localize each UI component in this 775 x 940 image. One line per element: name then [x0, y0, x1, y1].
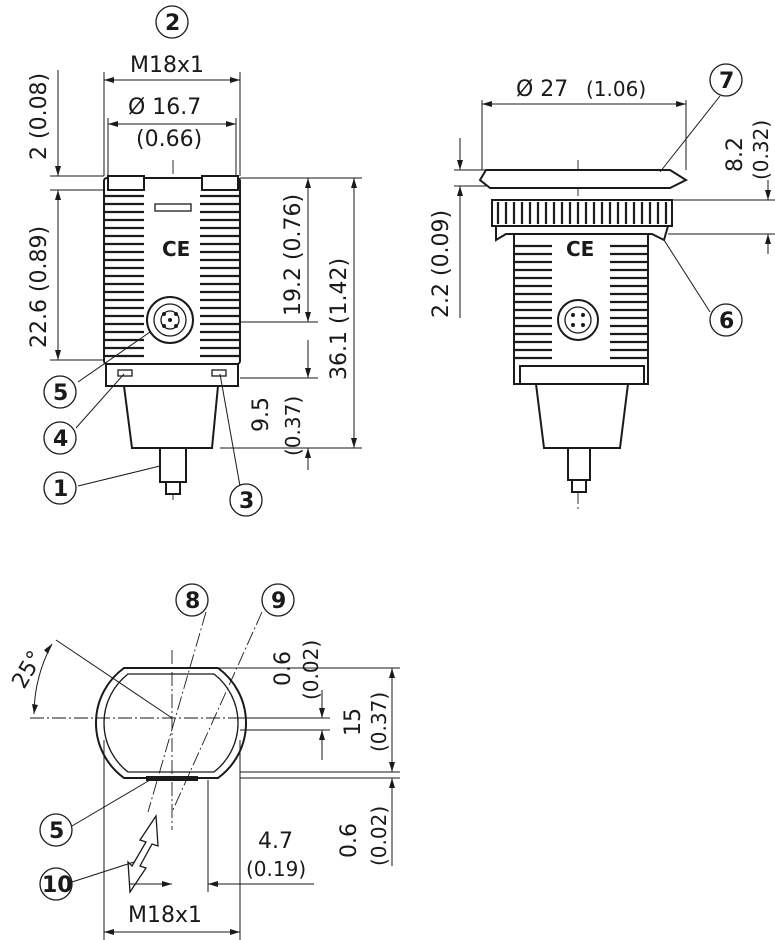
bottom-flat-circle-inner — [103, 673, 239, 773]
callout-9: 9 — [261, 583, 295, 617]
side-flange-diameter-in-label: (1.06) — [586, 77, 646, 101]
side-connector — [567, 447, 591, 481]
side-ce-mark: CE — [566, 237, 594, 261]
front-cap-left — [107, 175, 145, 191]
side-lower-nut — [519, 365, 645, 385]
side-led-dots — [571, 313, 585, 327]
callout-5-front: 5 — [43, 375, 77, 409]
callout-3: 3 — [229, 483, 263, 517]
svg-text:7: 7 — [719, 69, 734, 94]
front-dim-9-5-in-label: (0.37) — [281, 396, 305, 456]
svg-text:1: 1 — [53, 477, 68, 502]
front-view: CE M18x1 Ø 16.7 (0.66) — [27, 5, 362, 517]
bottom-dim-0-6-top-in-label: (0.02) — [299, 640, 323, 700]
callout-10: 10 — [39, 867, 73, 901]
front-thread-size-label: M18x1 — [130, 53, 204, 78]
bottom-dim-15-in-label: (0.37) — [367, 692, 391, 752]
front-dim-19-2-label: 19.2 (0.76) — [281, 194, 306, 316]
side-flange — [478, 169, 689, 189]
svg-text:4: 4 — [53, 427, 68, 452]
side-taper-housing — [534, 383, 630, 449]
side-thread-left — [514, 244, 552, 360]
bottom-dim-4-7-label: 4.7 — [258, 829, 293, 854]
front-inner-diameter-in-label: (0.66) — [136, 127, 202, 152]
bottom-axis-8 — [147, 611, 207, 813]
bottom-angle-line — [55, 639, 173, 719]
bottom-dim-0-6-bottom-in-label: (0.02) — [367, 806, 391, 866]
svg-text:6: 6 — [719, 309, 734, 334]
callout-2: 2 — [155, 5, 189, 39]
side-view: CE Ø 27 (1.06) 2.2 (0.09) 8 — [429, 63, 775, 510]
front-led-core — [160, 310, 180, 330]
front-dim-thread-len-label: 22.6 (0.89) — [27, 226, 52, 348]
svg-text:5: 5 — [53, 381, 68, 406]
front-nut — [105, 363, 239, 387]
callout-6: 6 — [709, 303, 743, 337]
svg-text:2: 2 — [165, 11, 180, 36]
bottom-direction-arrow — [127, 814, 159, 894]
front-thread-left — [104, 194, 144, 358]
svg-text:5: 5 — [49, 819, 64, 844]
bottom-flat-circle-outer — [95, 667, 247, 779]
svg-text:8: 8 — [185, 589, 200, 614]
side-thread-right — [610, 244, 648, 360]
callout-7: 7 — [709, 63, 743, 97]
front-taper-housing — [122, 385, 220, 449]
bottom-angle-label: 25° — [8, 647, 49, 693]
front-dim-top-label: 2 (0.08) — [27, 73, 52, 160]
callout-8: 8 — [175, 583, 209, 617]
front-slot-4 — [117, 369, 133, 377]
bottom-axis-9 — [171, 611, 263, 813]
callout-1: 1 — [43, 471, 77, 505]
bottom-dim-15-label: 15 — [341, 708, 366, 736]
front-led-inner — [153, 303, 187, 337]
callout-4: 4 — [43, 421, 77, 455]
front-led-dots — [162, 312, 178, 328]
side-led-outer — [557, 299, 599, 341]
front-thread-right — [200, 194, 240, 358]
side-dim-2-2-label: 2.2 (0.09) — [429, 210, 454, 318]
side-dim-8-2-in-label: (0.32) — [749, 120, 773, 180]
front-slot-3 — [211, 369, 227, 377]
side-knurl-ring — [491, 199, 673, 227]
front-inner-diameter-label: Ø 16.7 — [128, 95, 201, 120]
side-flange-diameter-label: Ø 27 — [516, 77, 568, 102]
front-label-slot — [154, 203, 192, 212]
side-led-inner — [564, 306, 592, 334]
front-ce-mark: CE — [162, 237, 190, 261]
side-connector-tip — [571, 479, 587, 493]
side-dim-8-2-label: 8.2 — [723, 137, 748, 172]
bottom-dim-4-7-in-label: (0.19) — [246, 857, 306, 881]
callout-5-bottom: 5 — [39, 813, 73, 847]
front-connector-tip — [165, 481, 181, 495]
front-cap-right — [201, 175, 239, 191]
front-connector — [159, 447, 187, 483]
bottom-dim-0-6-top-label: 0.6 — [271, 651, 296, 686]
side-knurl-lines — [496, 202, 668, 224]
svg-text:10: 10 — [42, 873, 73, 898]
bottom-thread-size-label: M18x1 — [128, 903, 202, 928]
front-dim-9-5-label: 9.5 — [249, 397, 274, 432]
svg-text:3: 3 — [239, 489, 254, 514]
front-dim-36-1-label: 36.1 (1.42) — [327, 258, 352, 380]
svg-text:9: 9 — [271, 589, 286, 614]
bottom-dim-0-6-bottom-label: 0.6 — [337, 823, 362, 858]
bottom-view: 25° 0.6 (0.02) 15 (0.37) 0.6 (0.02) 4.7 … — [8, 583, 400, 940]
